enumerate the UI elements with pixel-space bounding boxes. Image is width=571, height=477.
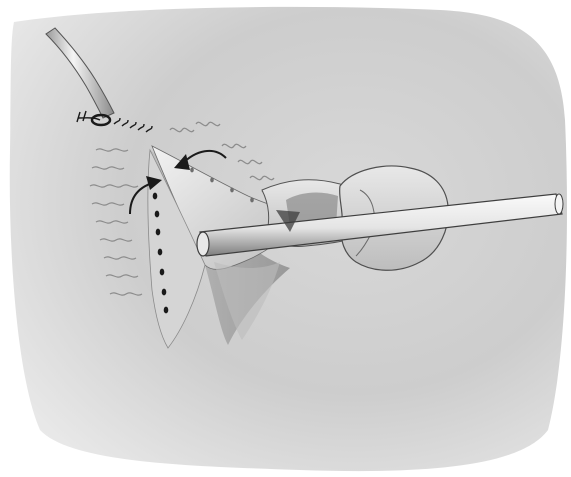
- surgical-illustration: [0, 0, 571, 477]
